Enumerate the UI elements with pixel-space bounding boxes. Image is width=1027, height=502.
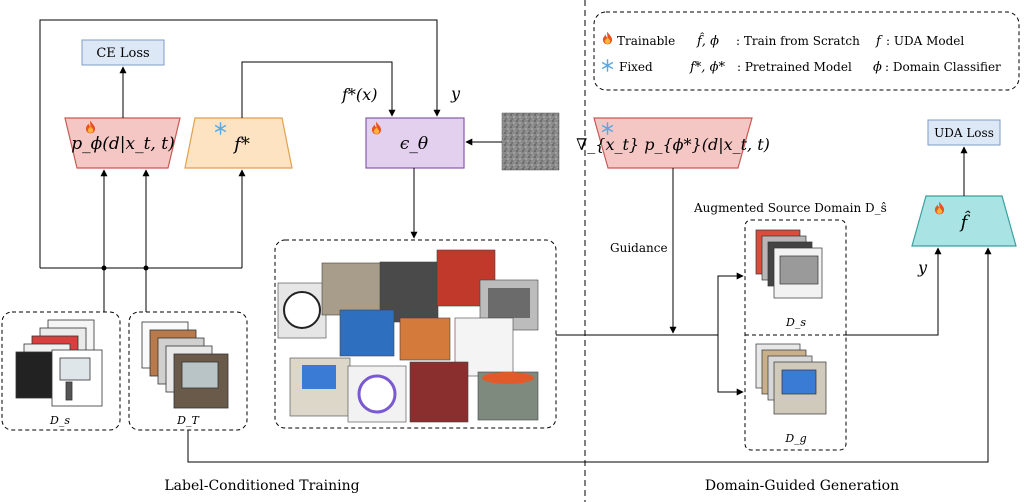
augmented-source-domain: D_s D_g bbox=[744, 219, 847, 451]
caption-right: Domain-Guided Generation bbox=[705, 478, 899, 494]
legend: Trainable Fixed f̂, ϕ : Train from Scrat… bbox=[593, 11, 1020, 91]
y-right-label: y bbox=[917, 258, 928, 277]
guidance-label: Guidance bbox=[610, 241, 668, 255]
ds-label: D_s bbox=[49, 414, 70, 427]
legend-uda-symbol: f bbox=[875, 34, 883, 49]
augmented-title: Augmented Source Domain D_ŝ bbox=[693, 201, 887, 215]
target-domain-dataset: D_T bbox=[128, 311, 248, 431]
ce-loss-box: CE Loss bbox=[81, 39, 165, 66]
legend-fixed: Fixed bbox=[619, 60, 653, 74]
classifier-label: p_ϕ(d|x_t, t) bbox=[71, 134, 174, 154]
bin-image bbox=[339, 309, 395, 357]
uda-model-block: f̂ bbox=[911, 195, 1017, 247]
uda-loss-box: UDA Loss bbox=[927, 119, 1001, 146]
source-domain-dataset: D_s bbox=[1, 311, 121, 431]
suitcase-image bbox=[321, 262, 383, 316]
pretrained-model-block: f* bbox=[184, 117, 293, 169]
caption-left: Label-Conditioned Training bbox=[164, 478, 359, 494]
ds-inner-label: D_s bbox=[785, 316, 806, 329]
uda-loss-label: UDA Loss bbox=[934, 126, 994, 140]
fire-icon bbox=[602, 31, 613, 45]
legend-scratch-symbol: f̂, ϕ bbox=[696, 32, 719, 49]
dt-label: D_T bbox=[176, 414, 200, 427]
fstar-label: f* bbox=[232, 134, 250, 155]
noise-image bbox=[501, 112, 560, 171]
snowflake-icon bbox=[601, 59, 614, 72]
legend-pretrained-text: : Pretrained Model bbox=[737, 60, 852, 74]
legend-scratch-text: : Train from Scratch bbox=[736, 34, 860, 48]
cond-fx-label: f*(x) bbox=[341, 85, 377, 104]
legend-pretrained-symbol: f*, ϕ* bbox=[689, 60, 725, 75]
ce-loss-label: CE Loss bbox=[96, 46, 149, 61]
cond-y-label: y bbox=[450, 84, 461, 103]
legend-dc-symbol: ϕ bbox=[873, 60, 882, 75]
chair-image bbox=[399, 317, 451, 361]
domain-classifier-block: p_ϕ(d|x_t, t) bbox=[64, 117, 181, 169]
legend-uda-text: : UDA Model bbox=[886, 34, 964, 48]
denoiser-block: ϵ_θ bbox=[365, 117, 465, 169]
legend-dc-text: : Domain Classifier bbox=[885, 60, 1001, 74]
gradient-label: ∇_{x_t} p_{ϕ*}(d|x_t, t) bbox=[576, 135, 770, 154]
legend-trainable: Trainable bbox=[617, 34, 675, 48]
eps-label: ϵ_θ bbox=[400, 134, 428, 154]
red-backpack-image bbox=[409, 361, 469, 423]
dg-label: D_g bbox=[784, 432, 806, 445]
generated-images-collage bbox=[274, 239, 557, 429]
guidance-classifier-block: ∇_{x_t} p_{ϕ*}(d|x_t, t) bbox=[576, 117, 770, 169]
